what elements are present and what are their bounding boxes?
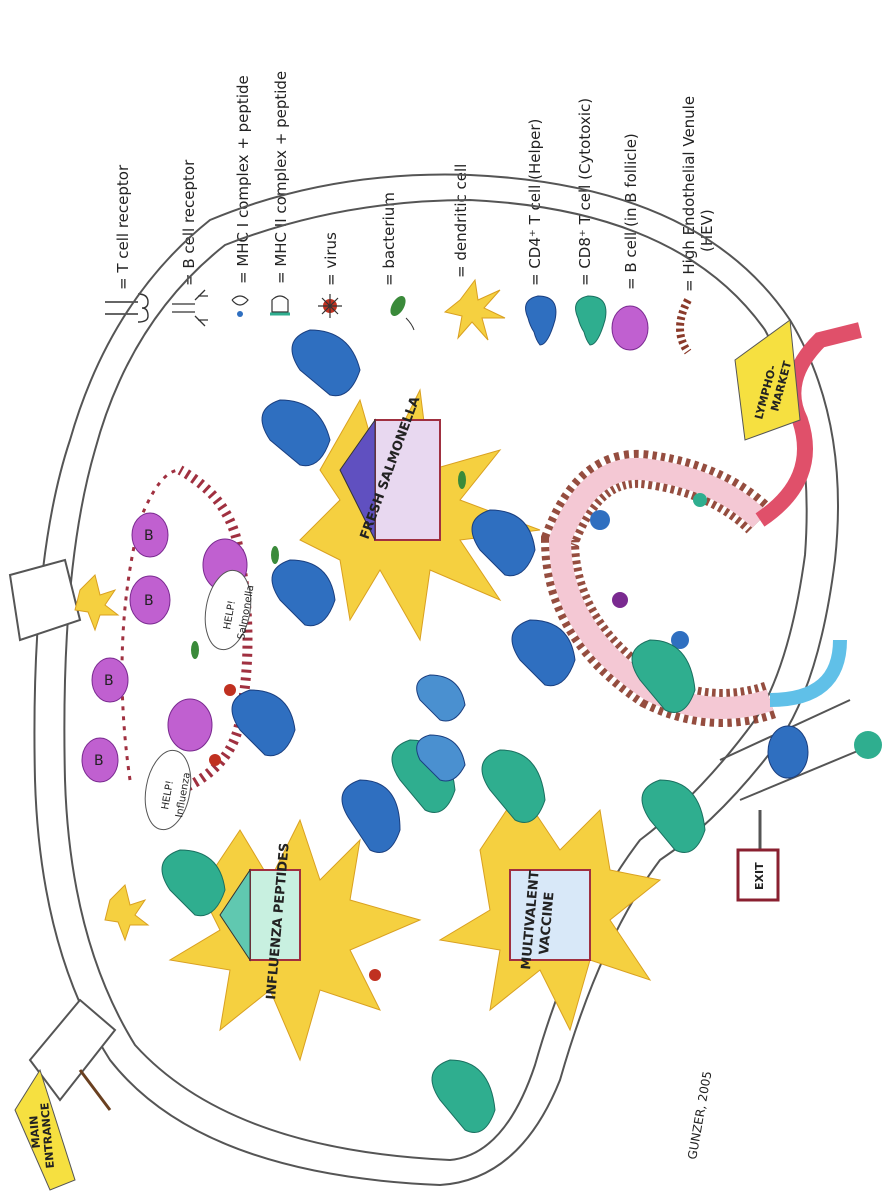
svg-text:B: B: [144, 528, 154, 544]
help-bubble-influenza: HELP! Influenza: [139, 747, 196, 833]
hev-legend-icon: [680, 300, 688, 352]
legend-virus: = virus: [322, 232, 340, 286]
mhc-ii-icon: [270, 296, 290, 314]
bacterium-icon: [387, 293, 414, 330]
exit-sign: EXIT: [738, 810, 778, 900]
dendritic-cell-small-top: [75, 575, 118, 630]
b-cell-1: B: [82, 738, 118, 782]
legend-b-cell-receptor: = B cell receptor: [180, 159, 198, 286]
hev-cells: [590, 493, 707, 649]
t-cell-receptor-icon: [105, 294, 148, 322]
svg-text:B: B: [144, 593, 154, 609]
legend: = T cell receptor = B cell receptor = MH…: [105, 71, 716, 352]
exit-cell: [768, 726, 882, 778]
signature: GUNZER, 2005: [685, 1070, 714, 1160]
b-cell-receptor-icon: [172, 290, 208, 326]
b-cell-3: B: [130, 576, 170, 624]
b-cell-2: B: [92, 658, 128, 702]
cd4-cell-legend-icon: [526, 296, 556, 345]
legend-t-cell-receptor: = T cell receptor: [114, 164, 132, 290]
legend-cd4: = CD4⁺ T cell (Helper): [526, 119, 544, 286]
svg-text:B: B: [104, 673, 114, 689]
legend-dendritic-cell: = dendritic cell: [452, 164, 470, 278]
b-cell-5: [168, 699, 212, 751]
booth-vaccine: MULTIVALENT VACCINE: [510, 870, 590, 971]
dendritic-cell-small-left: [105, 885, 148, 940]
virus-icon: [318, 294, 342, 318]
afferent-vessel-top: [10, 560, 80, 640]
b-cell-legend-icon: [612, 306, 648, 350]
dendritic-cell-legend-icon: [445, 280, 505, 340]
lympho-market-sign: LYMPHO- MARKET: [735, 320, 800, 440]
legend-mhc-i: = MHC I complex + peptide: [234, 75, 252, 284]
svg-text:B: B: [94, 753, 104, 769]
svg-text:EXIT: EXIT: [753, 862, 766, 890]
legend-b-cell: = B cell (in B follicle): [622, 133, 640, 290]
b-cell-4: B: [132, 513, 168, 557]
cd8-cell-legend-icon: [576, 296, 606, 345]
mhc-i-icon: [232, 296, 248, 317]
legend-hev-2: (HEV): [698, 209, 716, 252]
legend-mhc-ii: = MHC II complex + peptide: [272, 71, 290, 284]
